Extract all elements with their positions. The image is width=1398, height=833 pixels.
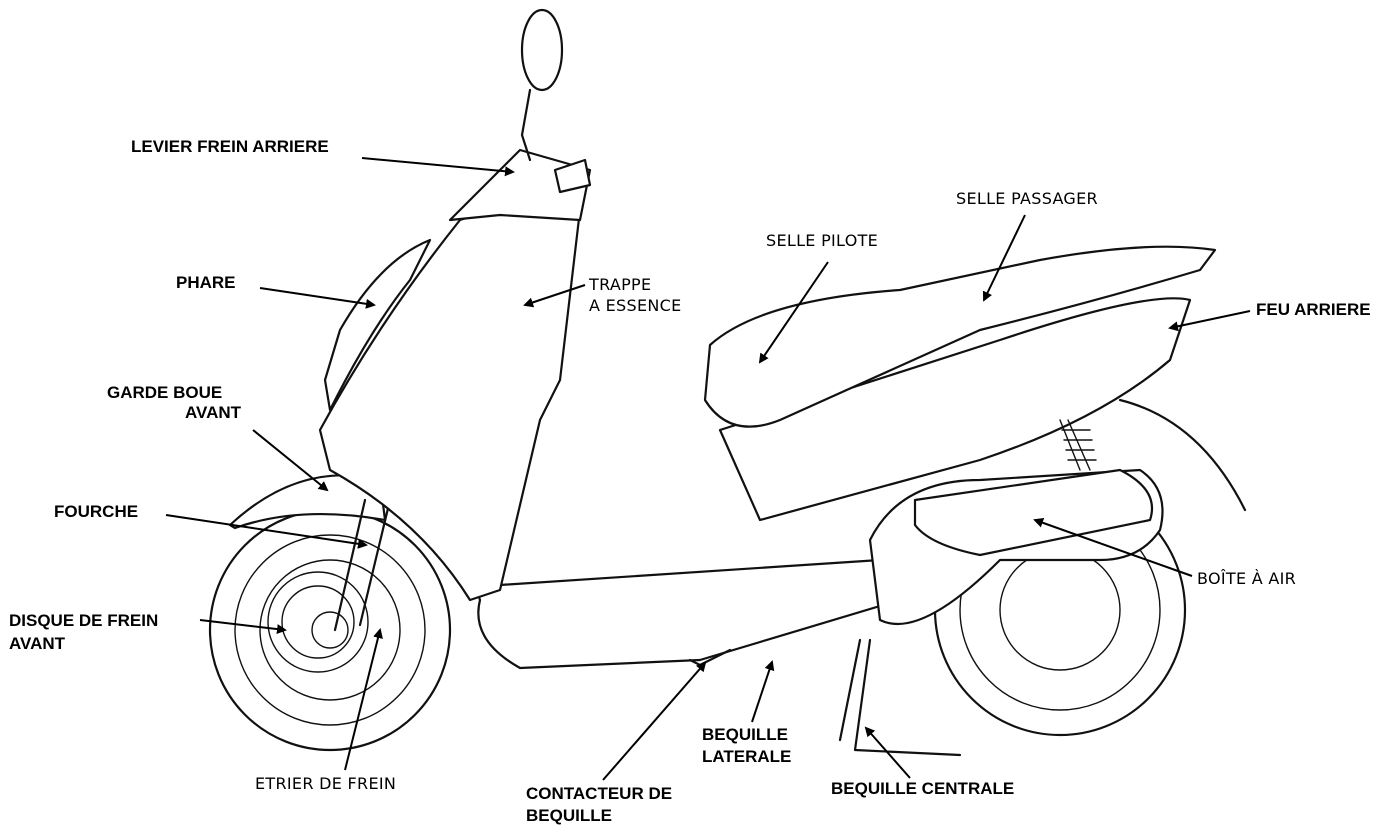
label-boite-air: BOÎTE À AIR (1197, 569, 1297, 588)
label-selle-pilote: SELLE PILOTE (766, 231, 879, 250)
label-fourche: FOURCHE (54, 502, 139, 521)
leader-bequille-centrale (864, 726, 911, 779)
leader-contacteur (602, 661, 707, 781)
air-box (913, 468, 1154, 557)
label-phare: PHARE (176, 273, 236, 292)
front-fork (333, 498, 392, 632)
leader-phare (259, 287, 376, 309)
label-bequille-centrale: BEQUILLE CENTRALE (831, 779, 1015, 798)
leader-etrier (344, 628, 383, 771)
label-disque-line2: AVANT (9, 634, 66, 653)
rear-fender (1118, 398, 1247, 512)
leader-selle-pilote (758, 261, 829, 364)
leader-garde-boue (252, 429, 329, 492)
label-feu-arriere: FEU ARRIERE (1256, 300, 1371, 319)
shock-absorber (1059, 419, 1097, 471)
label-levier-frein-arriere: LEVIER FREIN ARRIERE (131, 137, 329, 156)
label-garde-boue-line2: AVANT (185, 403, 242, 422)
label-trappe-line2: A ESSENCE (589, 296, 682, 315)
grip (553, 158, 592, 194)
leader-fourche (165, 514, 368, 549)
label-trappe-line1: TRAPPE (589, 275, 652, 294)
handlebar-cover (448, 148, 592, 222)
leader-trappe (523, 284, 586, 308)
label-bequille-laterale-line1: BEQUILLE (702, 725, 788, 744)
leader-disque (199, 619, 287, 635)
leader-levier-frein (361, 157, 515, 177)
label-contacteur-line2: BEQUILLE (526, 806, 612, 825)
headlight-cover (323, 238, 432, 412)
mirror-stem (520, 88, 532, 162)
label-contacteur-line1: CONTACTEUR DE (526, 784, 673, 803)
front-brake-disc (267, 571, 369, 673)
leader-feu-arriere (1168, 310, 1251, 332)
leader-selle-passager (982, 214, 1026, 302)
mirror (520, 8, 564, 92)
label-disque-line1: DISQUE DE FREIN (9, 611, 159, 630)
label-garde-boue-line1: GARDE BOUE (107, 383, 223, 402)
leader-boite-air (1033, 517, 1193, 577)
label-selle-passager: SELLE PASSAGER (956, 189, 1098, 208)
seat (703, 245, 1217, 428)
label-bequille-laterale-line2: LATERALE (702, 747, 792, 766)
label-etrier: ETRIER DE FREIN (255, 774, 397, 793)
leader-bequille-laterale (751, 660, 775, 723)
rear-body (718, 297, 1192, 522)
center-stand (838, 638, 962, 757)
